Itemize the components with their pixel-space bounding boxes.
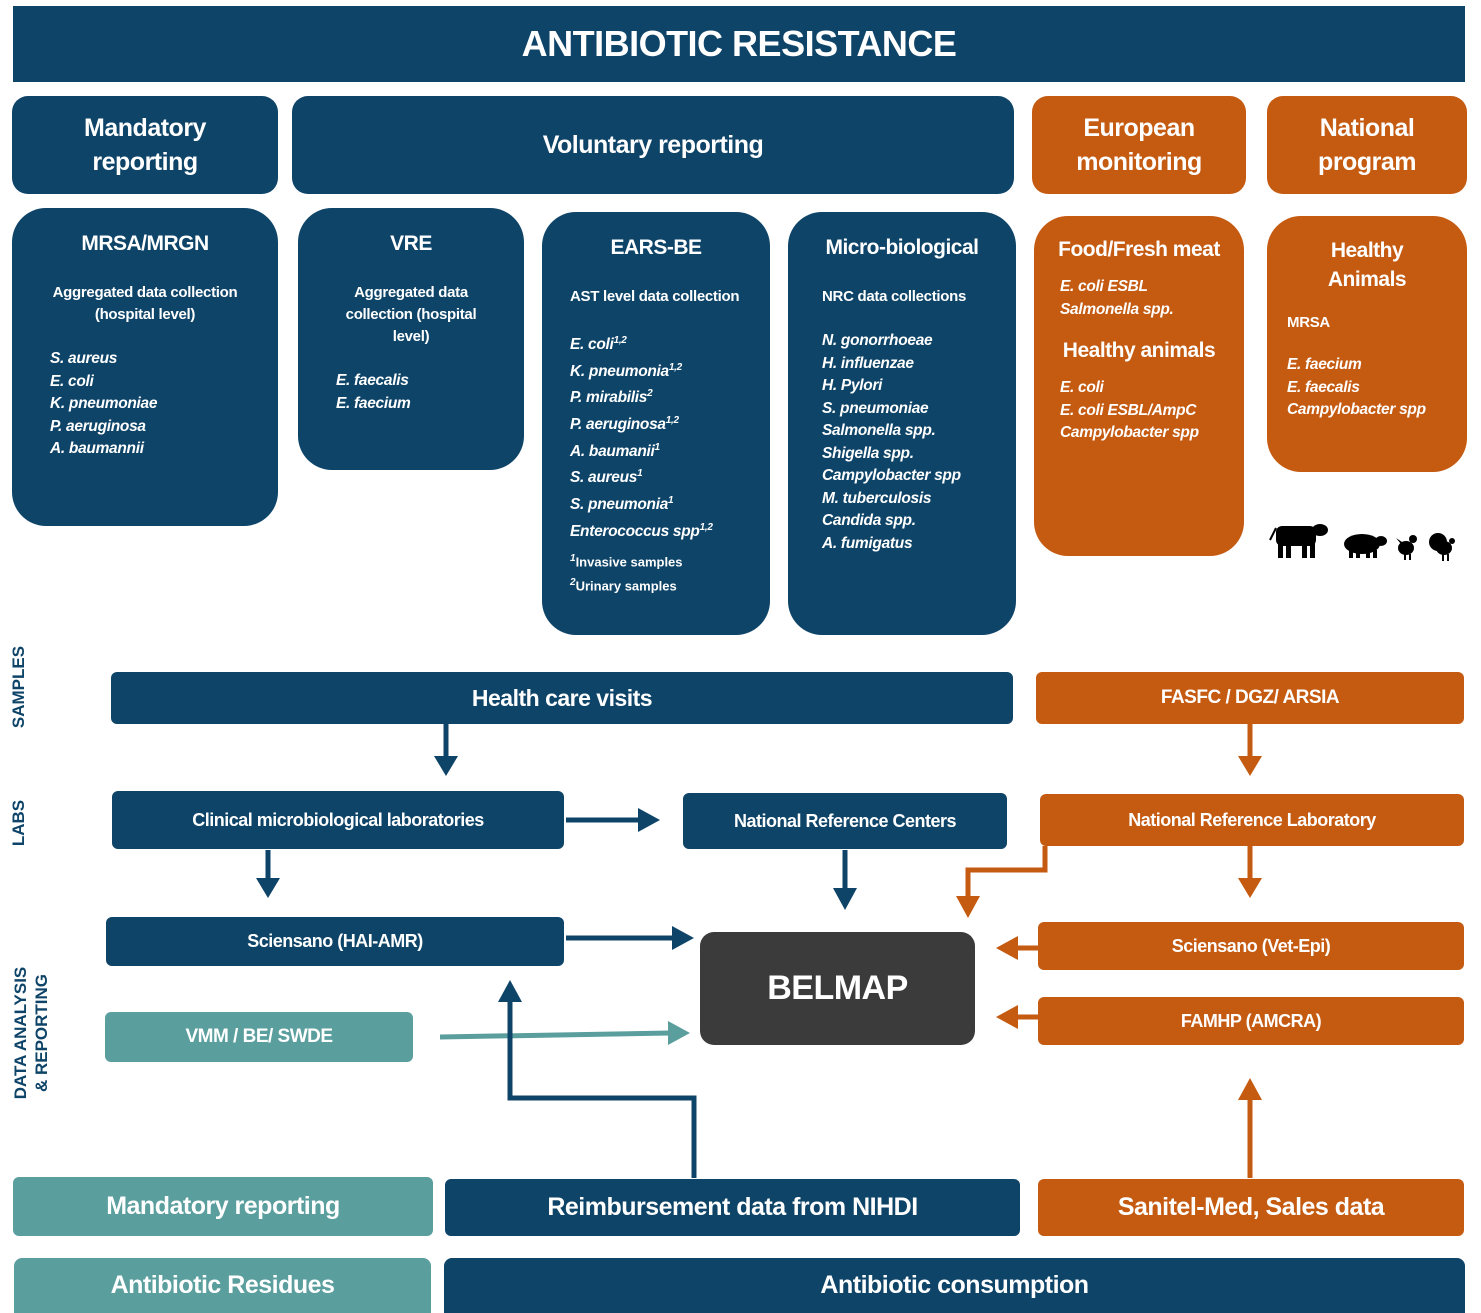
card-subtitle: Aggregated data collection (hospital lev… (52, 284, 238, 323)
national-reference-centers: National Reference Centers (683, 793, 1007, 849)
organism-item: A. fumigatus (822, 534, 913, 552)
organism-item: S. aureus (50, 350, 118, 367)
footer-reimbursement: Reimbursement data from NIHDI (445, 1179, 1020, 1236)
arrow-clinical-to-nrc (566, 808, 660, 832)
chicken-icon (1396, 535, 1417, 560)
sciensano-hai-amr: Sciensano (HAI-AMR) (106, 917, 564, 966)
footer-antibiotic-consumption: Antibiotic consumption (444, 1258, 1465, 1313)
card-food-fresh-meat: Food/Fresh meat E. coli ESBL Salmonella … (1034, 216, 1244, 556)
organism-item: Enterococcus spp1,2 (570, 521, 713, 540)
header-european: European monitoring (1032, 96, 1246, 194)
arrow-vmm-to-belmap (439, 1021, 690, 1045)
organism-item: Candida spp. (822, 512, 916, 529)
organism-item: E. coli ESBL/AmpC (1060, 401, 1197, 419)
footnote: 1Invasive samples 2Urinary samples (570, 553, 683, 593)
organism-item: E. faecalis (1287, 378, 1360, 396)
card-subtitle: Aggregated data collection (hospital lev… (345, 284, 477, 345)
organism-item: P. aeruginosa1,2 (570, 414, 679, 434)
organism-item: E. coli (1060, 379, 1104, 396)
organism-item: Campylobacter spp (1287, 401, 1426, 418)
organism-item: K. pneumonia1,2 (570, 361, 682, 380)
card-subtitle: AST level data collection (570, 288, 740, 305)
organism-item: S. pneumonia1 (570, 494, 674, 514)
header-mandatory: Mandatory reporting (12, 96, 278, 194)
arrow-sciensano-vet-to-belmap (996, 936, 1038, 960)
arrow-sanitel-to-famhp (1238, 1078, 1262, 1178)
organism-item: E. coli (50, 372, 94, 390)
health-care-visits: Health care visits (111, 672, 1013, 724)
organism-item: P. aeruginosa (50, 417, 146, 435)
cow-icon (1269, 524, 1328, 558)
arrow-fasfc-to-nrl (1238, 724, 1262, 776)
card-subtitle: NRC data collections (822, 288, 967, 305)
sciensano-vet-epi: Sciensano (Vet-Epi) (1038, 922, 1464, 970)
belmap-box: BELMAP (700, 932, 975, 1045)
card-title: MRSA/MRGN (81, 232, 209, 255)
organism-item: M. tuberculosis (822, 489, 932, 507)
footer-mandatory-reporting: Mandatory reporting (13, 1177, 433, 1236)
organism-item: E. coli ESBL (1060, 278, 1148, 295)
footer-sanitel: Sanitel-Med, Sales data (1038, 1179, 1464, 1236)
card-mrsa-mrgn: MRSA/MRGN Aggregated data collection (ho… (12, 208, 278, 526)
card-ears-be: EARS-BE AST level data collection E. col… (542, 212, 770, 635)
organism-item: S. aureus1 (570, 468, 643, 487)
organism-item: Shigella spp. (822, 444, 914, 462)
vmm-be-swde: VMM / BE/ SWDE (105, 1012, 413, 1062)
arrow-nrl-to-belmap (956, 846, 1048, 918)
pig-icon (1344, 534, 1387, 558)
organism-item: A. baumanii1 (570, 441, 660, 460)
organism-item: Campylobacter spp (1060, 424, 1199, 441)
organism-item: S. pneumoniae (822, 399, 929, 417)
arrow-nrc-to-belmap (833, 850, 857, 910)
card-title: Healthy Animals (1327, 239, 1407, 291)
header-voluntary: Voluntary reporting (292, 96, 1014, 194)
famhp-amcra: FAMHP (AMCRA) (1038, 997, 1464, 1045)
turkey-icon (1429, 533, 1455, 561)
arrow-clinical-to-sciensano (256, 850, 280, 898)
card-title: VRE (390, 232, 432, 255)
arrow-famhp-to-belmap (996, 1005, 1038, 1029)
card-title: Micro-biological (825, 236, 979, 259)
organism-item: E. faecium (336, 394, 411, 412)
organism-item: E. coli1,2 (570, 335, 627, 354)
national-reference-laboratory: National Reference Laboratory (1040, 794, 1464, 846)
organism-item: H. Pylori (822, 377, 883, 394)
fasfc-dgz-arsia: FASFC / DGZ/ ARSIA (1036, 672, 1464, 724)
clinical-labs: Clinical microbiological laboratories (112, 791, 564, 849)
card-healthy-animals: Healthy Animals MRSA E. faecium E. faeca… (1267, 216, 1467, 472)
card-micro-biological: Micro-biological NRC data collections N.… (788, 212, 1016, 635)
organism-item: K. pneumoniae (50, 395, 158, 412)
arrow-health-to-clinical (434, 724, 458, 776)
organism-item: E. faecium (1287, 356, 1362, 373)
animal-icons (1269, 524, 1455, 561)
organism-item: Salmonella spp. (1060, 300, 1174, 318)
arrow-nrl-to-sciensano-vet (1238, 846, 1262, 898)
organism-item: E. faecalis (336, 372, 409, 389)
arrow-sciensano-to-belmap (566, 926, 694, 950)
header-national: National program (1267, 96, 1467, 194)
card-subtitle: MRSA (1287, 314, 1330, 331)
card-vre: VRE Aggregated data collection (hospital… (298, 208, 524, 470)
arrow-reimbursement-to-sciensano (498, 980, 697, 1178)
organism-item: Salmonella spp. (822, 422, 936, 439)
organism-item: Campylobacter spp (822, 467, 961, 484)
organism-item: P. mirabilis2 (570, 388, 653, 407)
card-subtitle-healthy-animals: Healthy animals (1062, 339, 1216, 362)
page-title: ANTIBIOTIC RESISTANCE (13, 6, 1465, 82)
card-title: EARS-BE (610, 236, 702, 259)
organism-item: N. gonorrhoeae (822, 332, 933, 349)
organism-item: A. baumannii (50, 440, 144, 457)
card-title: Food/Fresh meat (1058, 238, 1220, 261)
footer-antibiotic-residues: Antibiotic Residues (14, 1258, 431, 1313)
organism-item: H. influenzae (822, 354, 914, 372)
